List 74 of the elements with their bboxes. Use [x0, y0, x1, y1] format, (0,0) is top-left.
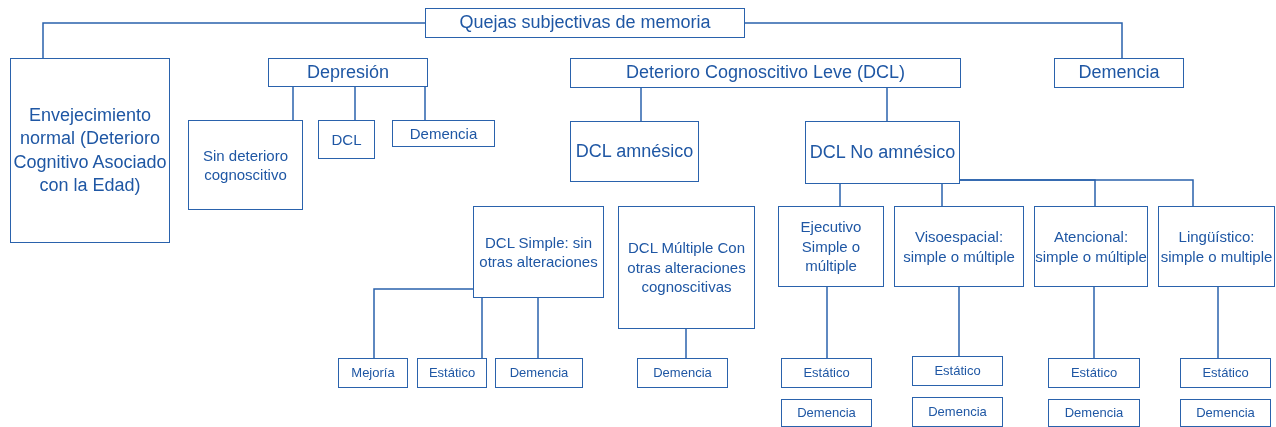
box-label: Depresión: [306, 60, 389, 84]
connector-line: [424, 86, 426, 121]
connector-line: [373, 288, 474, 359]
box-label: Quejas subjectivas de memoria: [459, 11, 711, 35]
box-label: Demencia: [928, 403, 987, 421]
category-box: [338, 358, 408, 388]
box-label: DCL No amnésico: [809, 140, 956, 164]
box-label: Deterioro Cognoscitivo Leve (DCL): [625, 61, 906, 85]
box-label: Envejecimiento normal (Deterioro Cognitivo Asociado con la Edad): [12, 103, 168, 197]
category-box: [1180, 358, 1271, 388]
connector-line: [839, 183, 841, 207]
box-label: Estático: [934, 362, 981, 380]
box-label: Mejoría: [351, 364, 395, 382]
connector-line: [292, 86, 294, 121]
category-box: [268, 58, 428, 87]
category-box: [1034, 206, 1148, 287]
category-box: [1054, 58, 1184, 88]
box-label: DCL: [331, 129, 362, 150]
category-box: [637, 358, 728, 388]
category-box: [473, 206, 604, 298]
connector-line: [685, 328, 687, 359]
box-label: DCL amnésico: [575, 139, 694, 163]
connector-line: [640, 87, 642, 122]
box-label: DCL Simple: sin otras alteraciones: [478, 232, 599, 272]
connector-line: [959, 179, 1194, 207]
connector-line: [744, 22, 1123, 59]
category-box: [1048, 399, 1140, 427]
category-box: [805, 121, 960, 184]
category-box: [570, 121, 699, 182]
connector-line: [826, 286, 828, 359]
category-box: [912, 397, 1003, 427]
box-label: Visoespacial: simple o múltiple: [902, 227, 1016, 266]
box-label: DCL Múltiple Con otras alteraciones cognoscitivas: [626, 238, 747, 297]
connector-line: [481, 297, 483, 359]
connector-line: [1093, 286, 1095, 359]
box-label: Ejecutivo Simple o múltiple: [799, 217, 863, 276]
connector-line: [42, 22, 426, 59]
box-label: Demencia: [1064, 404, 1124, 422]
category-box: [425, 8, 745, 38]
box-label: Estático: [1202, 364, 1249, 382]
box-label: Demencia: [509, 364, 569, 382]
connector-line: [958, 286, 960, 357]
box-label: Demencia: [1078, 61, 1160, 85]
connector-line: [354, 86, 356, 121]
box-label: Lingüístico: simple o multiple: [1159, 227, 1274, 266]
category-box: [1180, 399, 1271, 427]
box-label: Estático: [1070, 364, 1118, 382]
category-box: [188, 120, 303, 210]
box-label: Atencional: simple o múltiple: [1035, 227, 1147, 266]
category-box: [894, 206, 1024, 287]
box-label: Demencia: [653, 364, 712, 382]
box-label: Estático: [803, 364, 850, 382]
category-box: [570, 58, 961, 88]
category-box: [778, 206, 884, 287]
category-box: [781, 399, 872, 427]
category-box: [1158, 206, 1275, 287]
box-label: Demencia: [1196, 404, 1255, 422]
connector-line: [537, 297, 539, 359]
connector-line: [1217, 286, 1219, 359]
connector-line: [941, 183, 943, 207]
category-box: [417, 358, 487, 388]
category-box: [618, 206, 755, 329]
box-label: Sin deterioro cognoscitivo: [201, 145, 290, 185]
category-box: [912, 356, 1003, 386]
category-box: [781, 358, 872, 388]
category-box: [318, 120, 375, 159]
category-box: [392, 120, 495, 147]
category-box: [10, 58, 170, 243]
category-box: [1048, 358, 1140, 388]
box-label: Demencia: [409, 123, 478, 144]
box-label: Demencia: [797, 404, 856, 422]
box-label: Estático: [428, 364, 476, 382]
category-box: [495, 358, 583, 388]
connector-line: [886, 87, 888, 122]
